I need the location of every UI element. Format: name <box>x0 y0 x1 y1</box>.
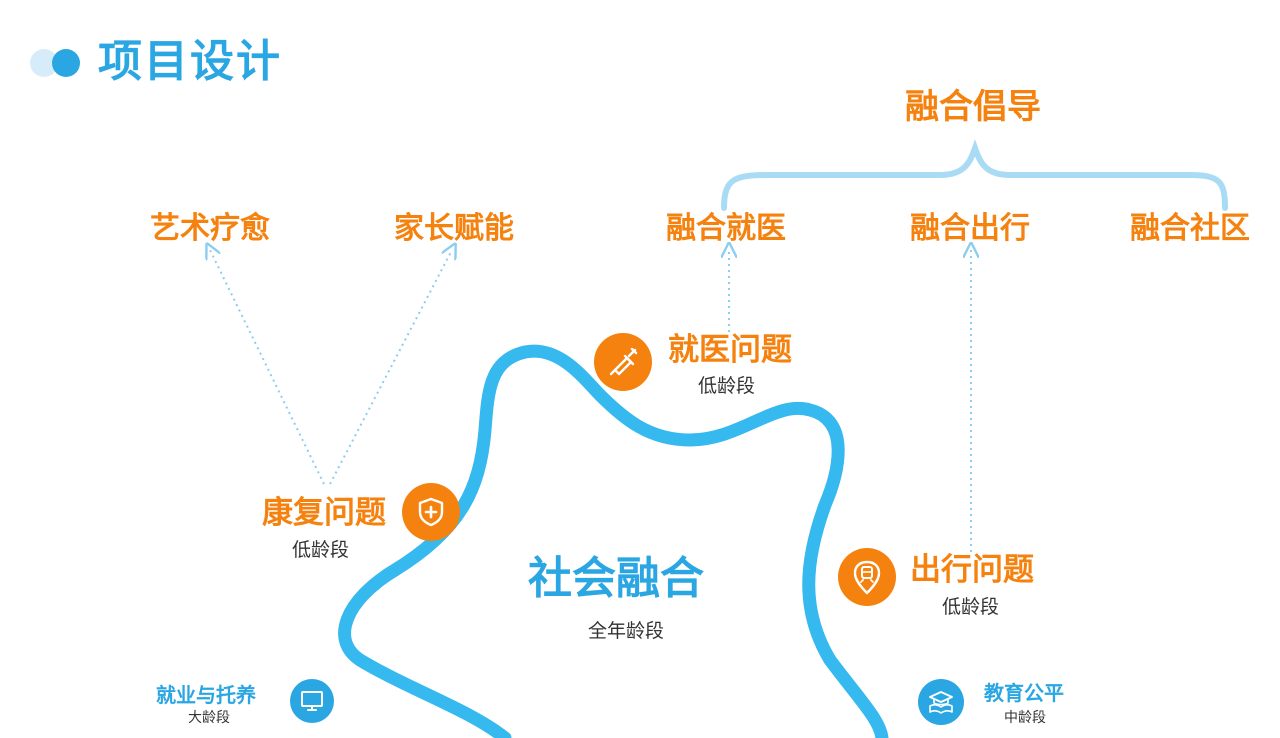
issue-employment-age: 大龄段 <box>188 710 230 726</box>
target-parent-empowerment: 家长赋能 <box>394 211 514 246</box>
target-inclusive-medical: 融合就医 <box>666 211 786 246</box>
center-title: 社会融合 <box>528 553 704 604</box>
issue-rehab-title: 康复问题 <box>262 495 386 531</box>
monitor-icon <box>290 679 334 723</box>
issue-travel-title: 出行问题 <box>910 552 1034 588</box>
issue-education-title: 教育公平 <box>984 681 1064 705</box>
page-title: 项目设计 <box>98 36 282 87</box>
issue-employment-title: 就业与托养 <box>156 683 256 707</box>
issue-education-age: 中龄段 <box>1004 710 1046 726</box>
advocacy-title: 融合倡导 <box>905 87 1041 127</box>
advocacy-brace <box>721 139 1228 211</box>
target-art-therapy: 艺术疗愈 <box>150 211 270 246</box>
arrow-rehab-parent <box>329 250 452 485</box>
target-inclusive-travel: 融合出行 <box>910 211 1030 246</box>
issue-medical-title: 就医问题 <box>668 332 792 368</box>
header-dot <box>52 49 80 77</box>
center-age: 全年龄段 <box>588 620 665 642</box>
graduation-book-icon <box>918 679 964 725</box>
syringe-icon <box>594 333 652 391</box>
issue-rehab-age: 低龄段 <box>292 539 350 561</box>
issue-medical-age: 低龄段 <box>698 375 756 397</box>
shield-plus-icon <box>402 483 460 541</box>
train-pin-icon <box>838 548 896 606</box>
river-path <box>338 344 889 738</box>
issue-travel-age: 低龄段 <box>942 596 1000 618</box>
arrow-rehab-art <box>210 250 325 485</box>
target-inclusive-community: 融合社区 <box>1130 211 1250 246</box>
